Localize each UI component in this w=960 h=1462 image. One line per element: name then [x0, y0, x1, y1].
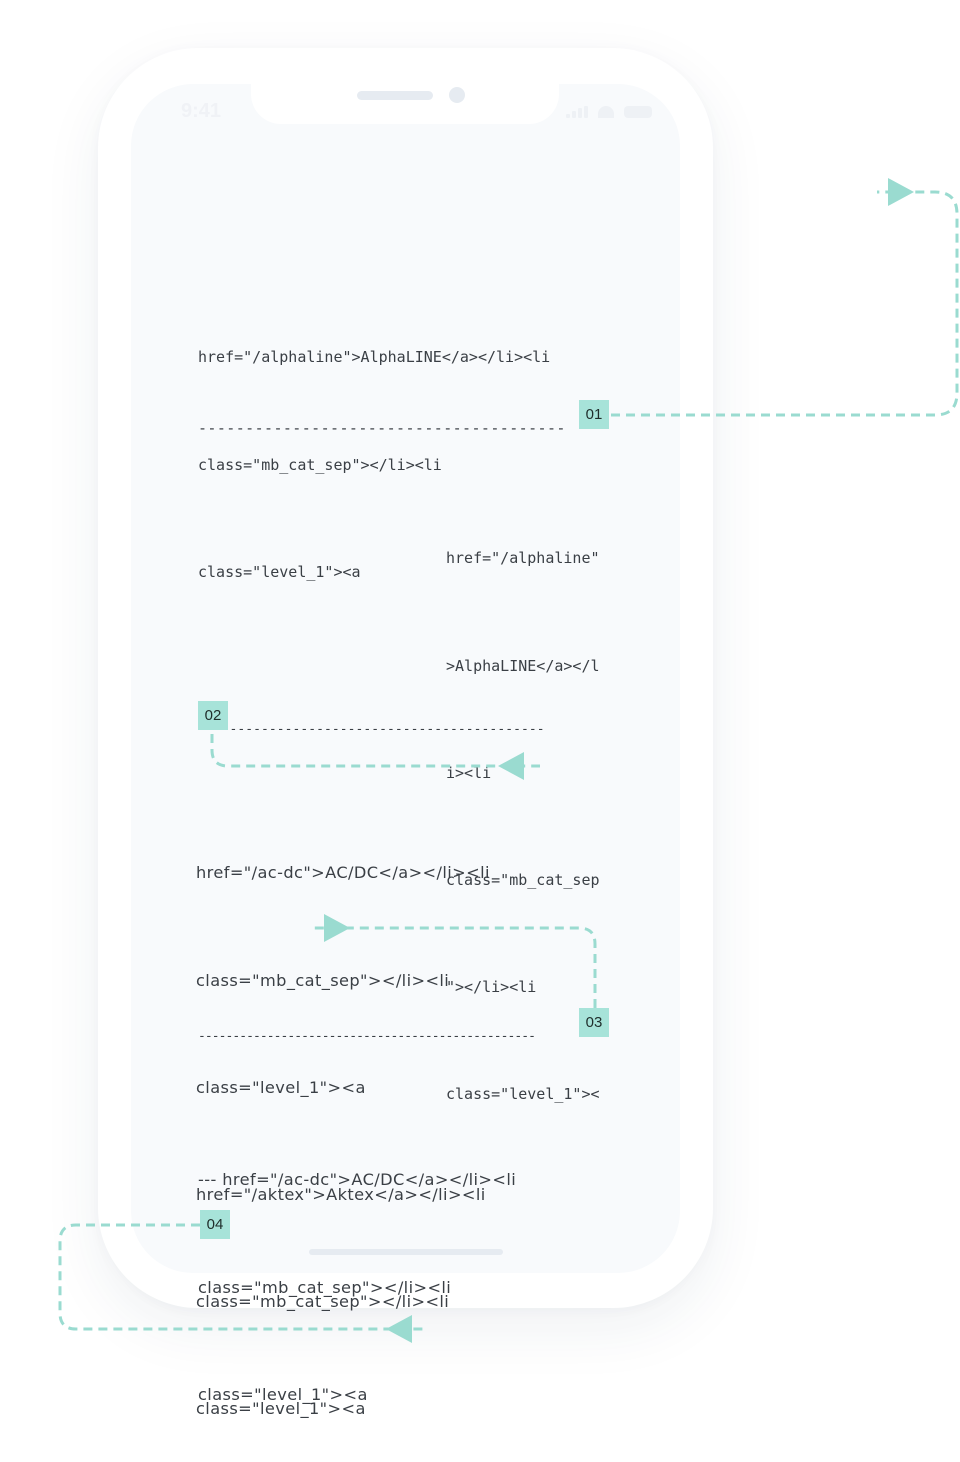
code-block-3: href="/ac-dc">AC/DC</a></li><li class="m…	[196, 784, 490, 1462]
notch	[251, 84, 559, 124]
code-line: i><li	[446, 763, 492, 782]
wifi-icon	[598, 106, 614, 118]
separator-1: ---------------------------------------	[198, 419, 566, 437]
code-line: href="/alphaline"	[446, 549, 600, 568]
connector-03	[310, 926, 597, 1008]
connector-04	[58, 1223, 425, 1331]
status-time: 9:41	[181, 100, 222, 122]
code-line: class="mb_cat_sep"></li><li	[198, 1277, 452, 1297]
code-line: class="mb_cat_sep"></li><li	[196, 1291, 450, 1311]
code-block-4: --- href="/ac-dc">AC/DC</a></li><li clas…	[198, 1091, 516, 1448]
separator-3: ----------------------------------------…	[198, 1029, 536, 1044]
code-line: --- href="/ac-dc">AC/DC</a></li><li	[198, 1170, 517, 1190]
code-line: >AlphaLINE</a></l	[446, 656, 600, 675]
marker-02: 02	[198, 701, 228, 730]
code-block-1: href="/alphaline">AlphaLINE</a></li><li …	[198, 269, 550, 626]
code-line: class="mb_cat_sep	[446, 870, 600, 889]
code-line: class="level_1"><a	[198, 1384, 368, 1404]
code-line: class="mb_cat_sep"></li><li	[196, 970, 450, 990]
marker-01: 01	[579, 400, 609, 429]
code-line: class="level_1"><a	[196, 1398, 366, 1418]
arrow-icon	[324, 914, 350, 942]
code-line: href="/alphaline">AlphaLINE</a></li><li	[198, 348, 551, 367]
battery-icon	[624, 106, 652, 118]
code-line: href="/ac-dc">AC/DC</a></li><li	[196, 863, 490, 883]
phone-screen: 9:41	[131, 84, 680, 1273]
code-line: class="level_1"><a	[198, 562, 361, 581]
camera-icon	[449, 87, 465, 103]
code-line: "></li><li	[446, 977, 537, 996]
marker-03: 03	[579, 1008, 609, 1037]
code-line: class="mb_cat_sep"></li><li	[198, 455, 442, 474]
signal-icon	[566, 106, 588, 118]
code-line: class="level_1"><a	[196, 1077, 366, 1097]
status-icons	[566, 106, 652, 118]
code-line: class="level_1"><	[446, 1084, 600, 1103]
arrow-icon	[888, 178, 914, 206]
speaker-icon	[357, 91, 433, 100]
connector-02	[210, 734, 540, 768]
separator-2: ----------------------------------------…	[198, 722, 545, 737]
connector-01	[611, 190, 959, 417]
arrow-icon	[386, 1315, 412, 1343]
marker-04: 04	[200, 1210, 230, 1239]
home-indicator	[309, 1249, 503, 1255]
arrow-icon	[498, 752, 524, 780]
code-line: href="/aktex">Aktex</a></li><li	[196, 1184, 486, 1204]
code-block-2: href="/alphaline" >AlphaLINE</a></l i><l…	[446, 470, 600, 1148]
